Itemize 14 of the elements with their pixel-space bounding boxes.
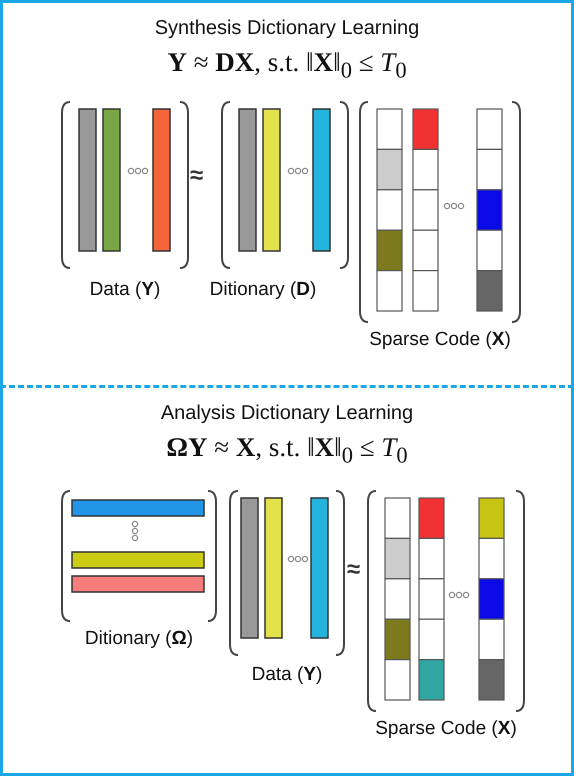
approx-sign: ≈	[190, 162, 204, 190]
panel	[0, 0, 574, 388]
matrix-caption: Ditionary (D)	[210, 279, 316, 301]
matrix-caption: Data (Y)	[252, 664, 322, 686]
matrix-caption: Ditionary (Ω)	[84, 628, 194, 650]
matrix-caption: Data (Y)	[90, 279, 160, 301]
panel-title: Analysis Dictionary Learning	[160, 402, 414, 425]
panel-title: Synthesis Dictionary Learning	[154, 17, 420, 40]
formula: Y ≈ DX, s.t. ‖X‖$_{0}$ ≤ T$_{0}$	[166, 47, 408, 84]
approx-sign: ≈	[347, 556, 360, 584]
formula: ΩY ≈ X, s.t. ‖X‖$_{0}$ ≤ T$_{0}$	[165, 432, 409, 468]
matrix-caption: Sparse Code (X)	[375, 718, 517, 740]
matrix-caption: Sparse Code (X)	[369, 329, 511, 351]
panel	[0, 388, 574, 776]
